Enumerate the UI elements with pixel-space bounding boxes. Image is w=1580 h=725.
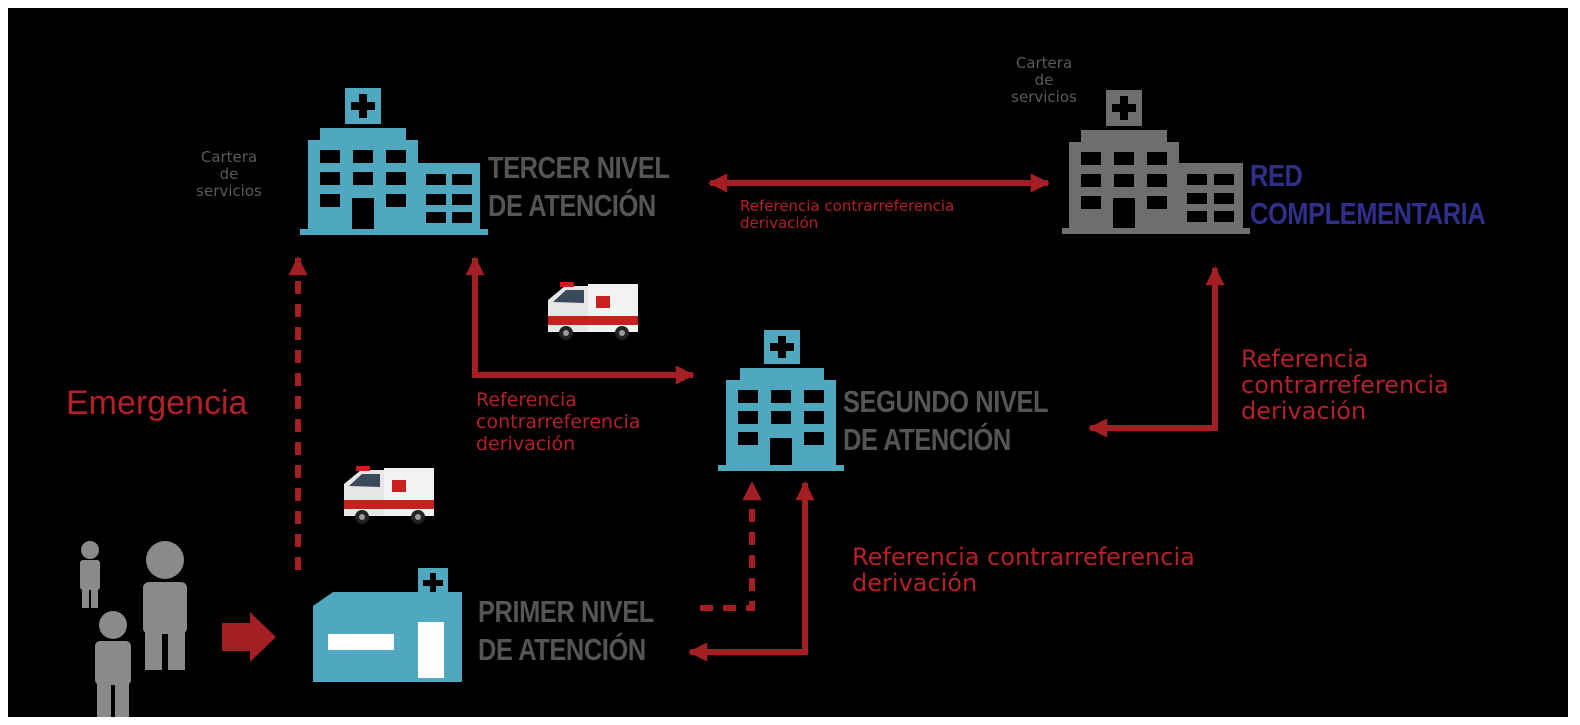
red-complementaria-title-line1: RED: [1250, 158, 1303, 193]
hospital-icon: [1062, 90, 1250, 234]
hospital-icon: [300, 88, 488, 235]
red-segundo-arrow: [1088, 266, 1225, 438]
person-icon: [80, 541, 100, 608]
clinic-icon: [313, 568, 462, 682]
primer-nivel-title: PRIMER NIVEL DE ATENCIÓN: [478, 593, 654, 669]
primer-nivel-title-line1: PRIMER NIVEL: [478, 594, 654, 629]
segundo-nivel-title-line2: DE ATENCIÓN: [843, 422, 1011, 457]
tercer-segundo-arrow: [465, 256, 695, 385]
segundo-primer-arrow: [688, 481, 815, 662]
person-icon: [143, 541, 187, 670]
edge-label-tercer-red: Referencia contrarreferencia derivación: [740, 197, 955, 232]
person-icon: [95, 611, 131, 717]
hospital-icon: [718, 330, 844, 471]
tercer-nivel-title-line1: TERCER NIVEL: [488, 150, 670, 185]
segundo-nivel-title: SEGUNDO NIVEL DE ATENCIÓN: [843, 383, 1049, 459]
cartera-servicios-red: Cartera de servicios: [1011, 54, 1077, 106]
segundo-nivel-title-line1: SEGUNDO NIVEL: [843, 384, 1049, 419]
emergencia-label: Emergencia: [66, 384, 248, 422]
edge-label-segundo-red: Referencia contrarreferencia derivación: [1241, 345, 1449, 425]
edge-label-tercer-segundo: Referencia contrarreferencia derivación: [476, 389, 641, 455]
red-complementaria-title: RED COMPLEMENTARIA: [1250, 157, 1486, 233]
primer-nivel-title-line2: DE ATENCIÓN: [478, 632, 646, 667]
ambulance-icon: [344, 466, 434, 524]
edge-label-primer-segundo: Referencia contrarreferencia derivación: [852, 543, 1195, 597]
red-complementaria-title-line2: COMPLEMENTARIA: [1250, 196, 1486, 231]
tercer-nivel-title-line2: DE ATENCIÓN: [488, 188, 656, 223]
ambulance-icon: [548, 282, 638, 340]
cartera-servicios-tercer: Cartera de servicios: [196, 148, 262, 200]
patients-entry-arrow: [222, 612, 276, 662]
tercer-nivel-title: TERCER NIVEL DE ATENCIÓN: [488, 149, 670, 225]
